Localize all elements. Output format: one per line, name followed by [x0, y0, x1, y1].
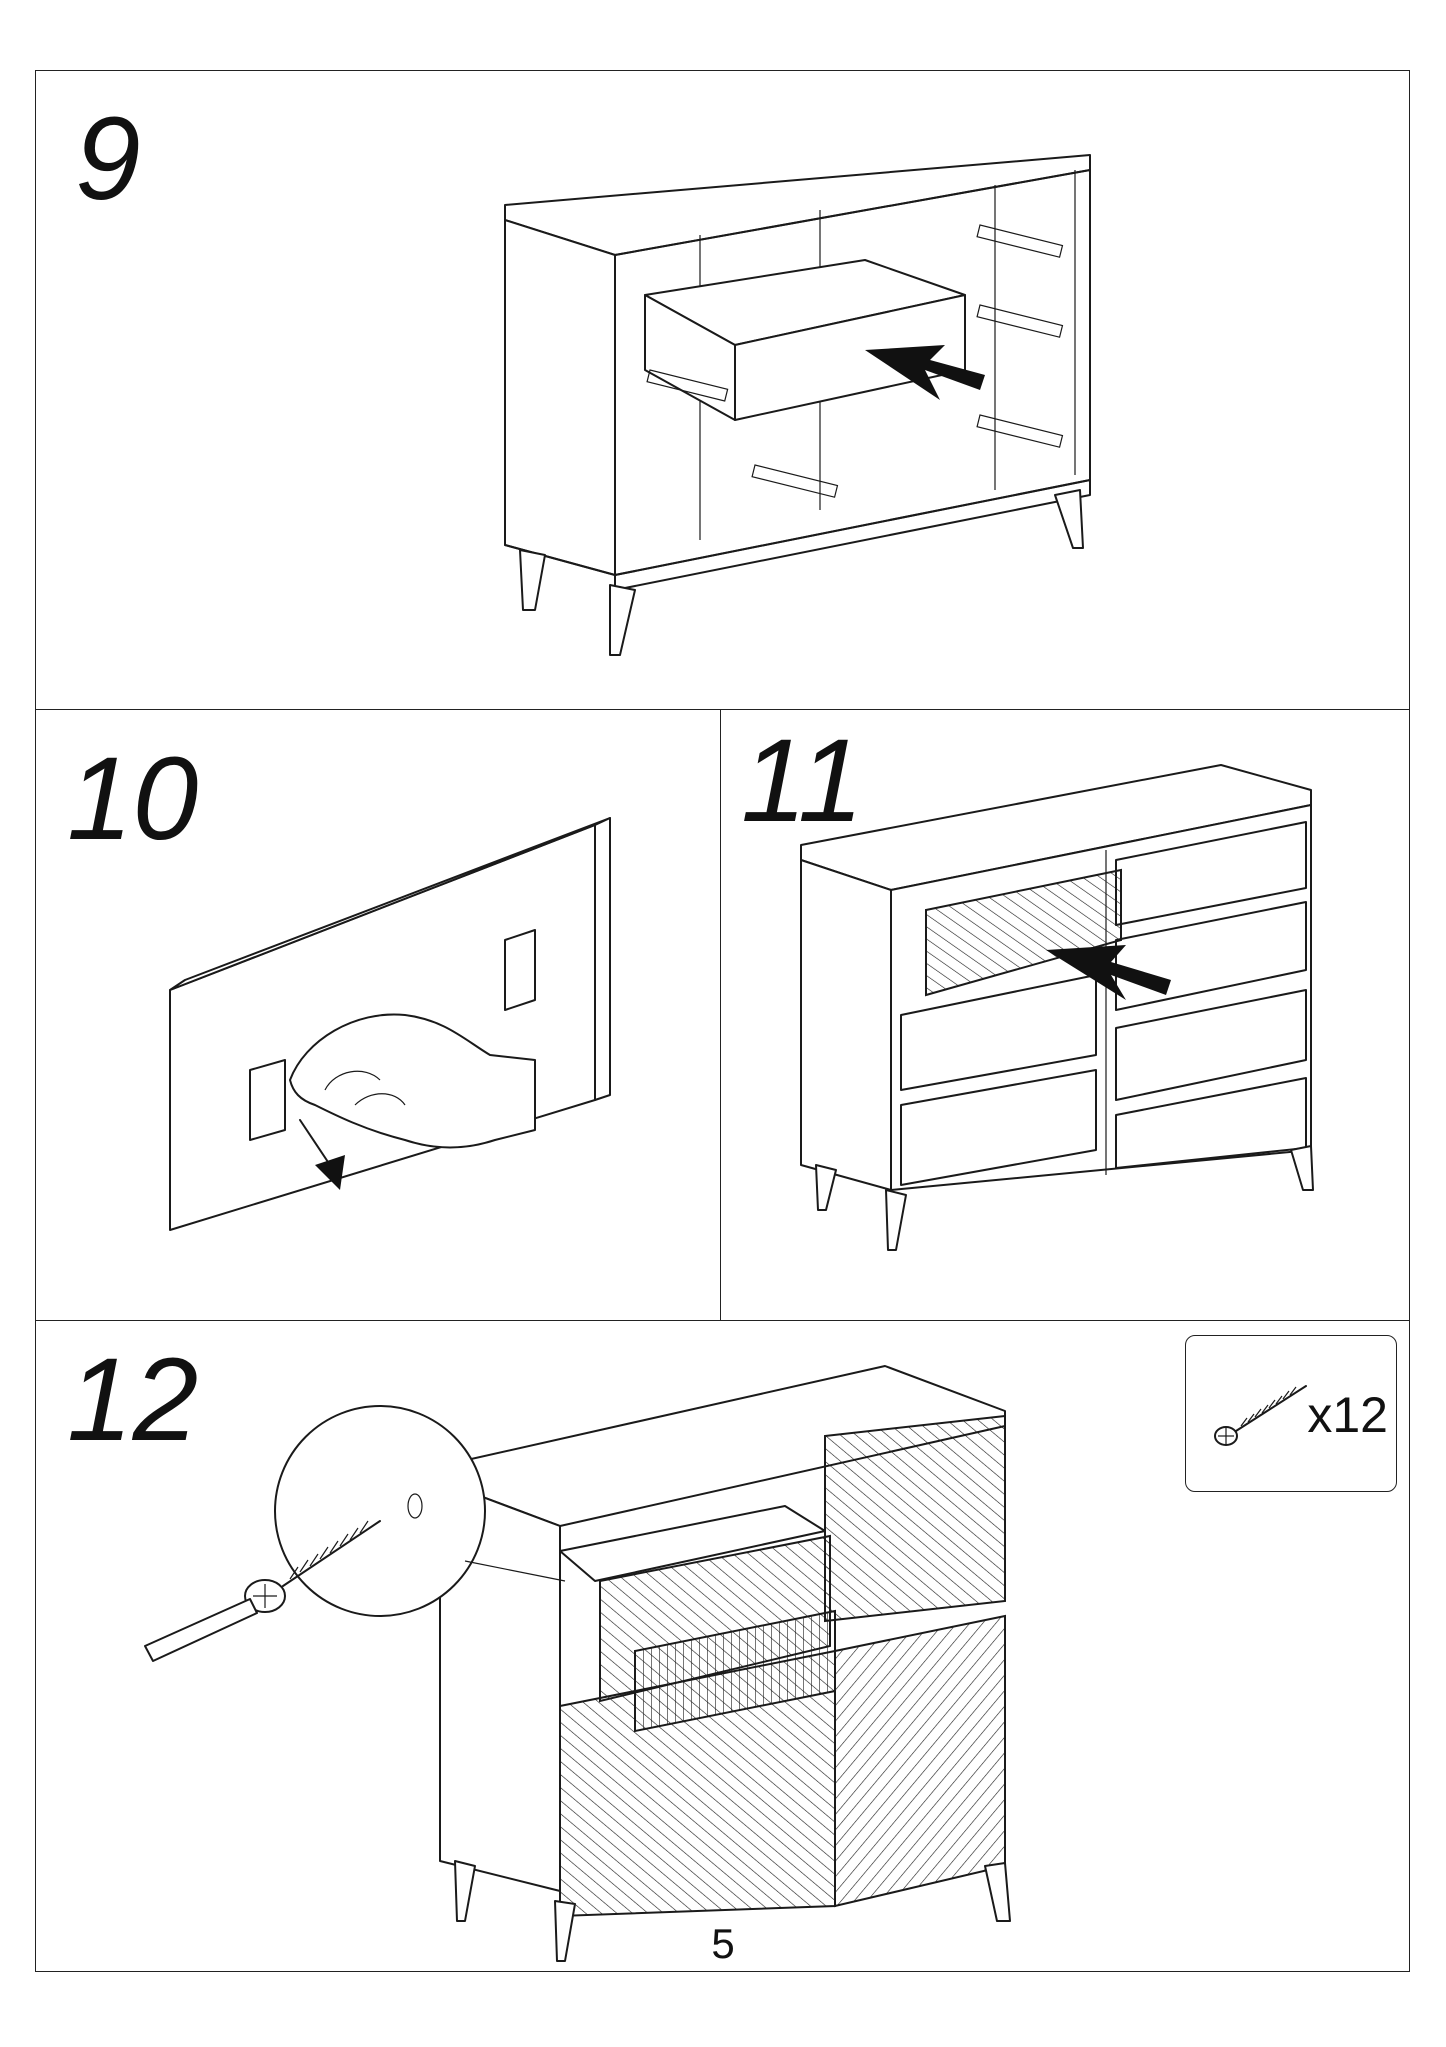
screw-icon — [1214, 1385, 1307, 1446]
step-11-panel: 11 — [721, 710, 1410, 1320]
step-9-illustration — [504, 154, 1091, 656]
step-12-illustration — [144, 1365, 1011, 1962]
parts-box: x12 — [1185, 1335, 1397, 1492]
page-number: 5 — [711, 1920, 735, 1967]
step-number: 12 — [67, 1334, 199, 1466]
step-9-panel: 9 — [35, 70, 1410, 710]
screw-quantity: x12 — [1307, 1387, 1388, 1443]
step-number: 10 — [67, 733, 199, 865]
step-number: 9 — [75, 93, 141, 225]
page-frame — [35, 70, 1410, 1972]
step-10-illustration — [169, 817, 611, 1231]
step-number: 11 — [741, 715, 864, 847]
step-12-panel: 12 x12 A9 — [35, 1320, 1410, 1972]
step-10-panel: 10 — [35, 710, 721, 1320]
step-11-illustration — [800, 764, 1314, 1251]
